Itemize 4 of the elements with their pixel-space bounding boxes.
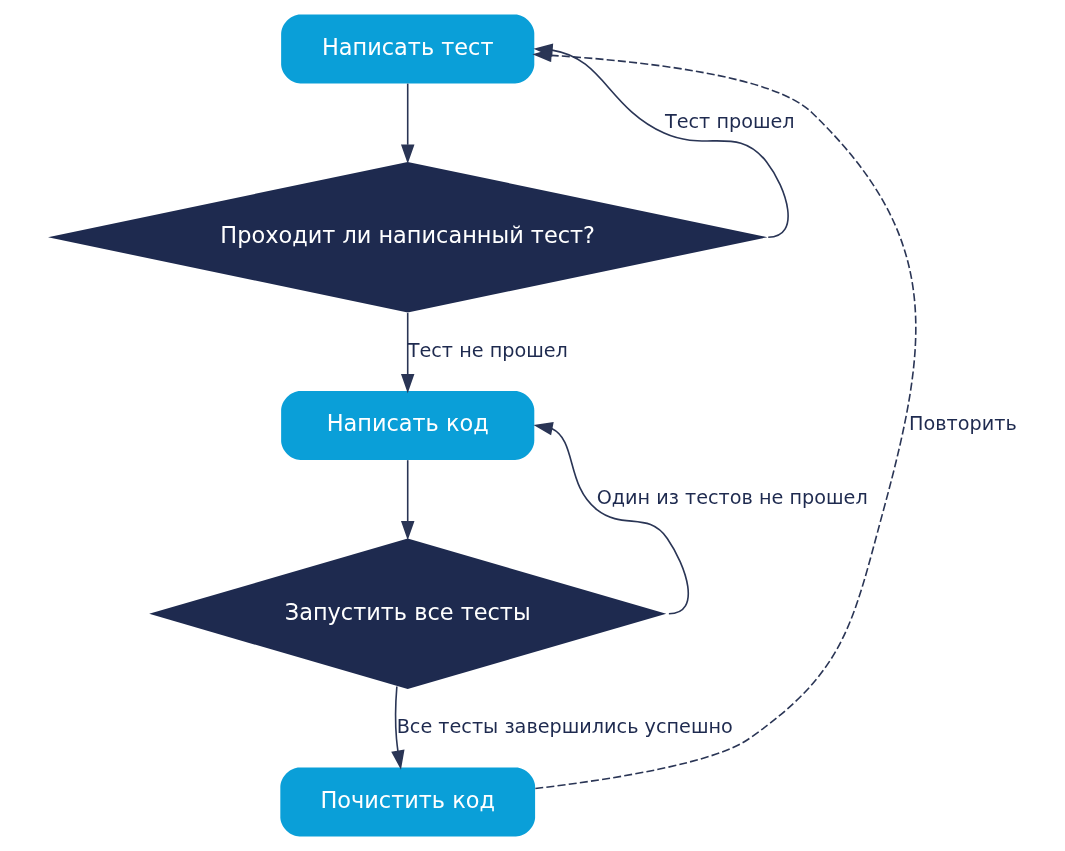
edge-label: Один из тестов не прошел bbox=[596, 486, 868, 510]
edge-label: Тест прошел bbox=[664, 109, 795, 133]
edge-label: Повторить bbox=[909, 412, 1017, 436]
edge-label: Все тесты завершились успешно bbox=[396, 715, 733, 739]
